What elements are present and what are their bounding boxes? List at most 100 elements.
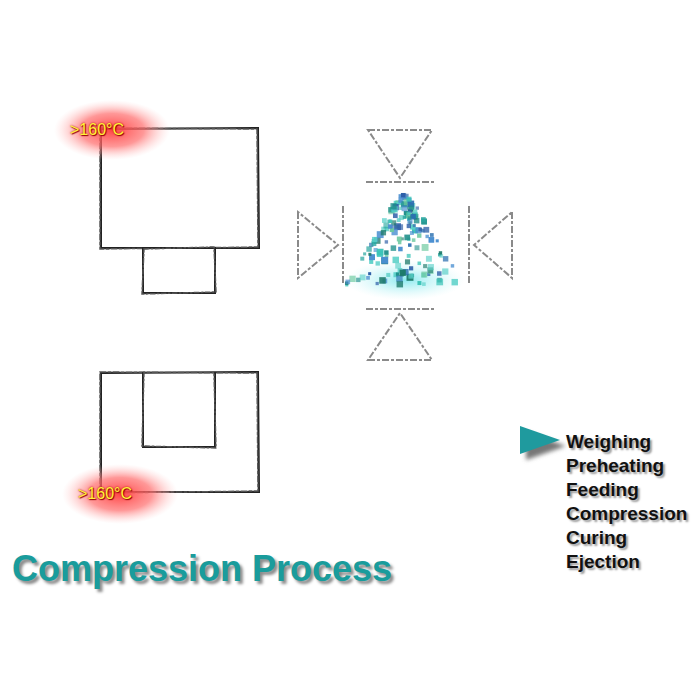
compound-particle [423,227,429,233]
mold-cavity [143,373,215,447]
pressure-plate [366,308,434,310]
compound-particle [415,245,420,250]
pressure-plate [366,181,434,183]
compound-particle [409,205,413,209]
compound-particle [436,239,439,242]
compound-particle [360,257,364,261]
compound-particle [372,237,377,242]
compound-particle [442,268,448,274]
compound-particle [415,227,421,233]
temperature-label: >160°C [70,121,124,139]
compound-particle [396,275,402,281]
compound-particle [395,263,401,269]
compound-particle [451,264,454,267]
compound-particle [403,216,406,219]
compound-particle [381,257,388,264]
compound-particle [404,235,410,241]
step-marker [520,426,560,454]
compound-particle [345,280,350,285]
compound-particle [401,193,405,197]
compound-glow [345,260,465,300]
pressure-triangle [474,212,512,278]
compound-particle [382,218,387,223]
compound-particle [398,247,403,252]
compound-particle [386,273,390,277]
pressure-arrows [298,130,512,360]
compound-particle [366,246,371,251]
compound-particle [389,219,393,223]
compound-particle [421,217,426,222]
process-step: Preheating [566,454,664,478]
compound-particle [425,235,428,238]
compound-particle [407,254,411,258]
compound-particle [408,243,411,246]
compound-particle [408,274,413,279]
compound-particle [408,216,412,220]
compound-particle [397,218,401,222]
process-step: Feeding [566,478,639,502]
process-step: Compression [566,502,687,526]
compound-particle [412,238,416,242]
compound-particle [381,230,386,235]
compound-particle [426,256,432,262]
compound-particle [366,276,370,280]
compound-particle [416,206,419,209]
mold-punch-sketch [142,247,216,294]
compound-particle [384,250,388,254]
compound-particle [430,233,434,237]
process-step: Curing [566,526,627,550]
compound-particle [413,209,417,213]
compound-particle [413,224,416,227]
compound-particle [402,206,408,212]
compound-particle [437,271,442,276]
compound-particle [391,245,397,251]
pressure-triangle [298,212,338,278]
temperature-label: >160°C [78,485,132,503]
compound-particle [377,249,384,256]
compound-particle [423,264,427,268]
mold-punch [143,248,215,293]
compound-particle [397,237,402,242]
compound-particle [369,260,373,264]
pressure-plate [342,206,344,285]
heat-glow [54,100,170,160]
compound-particle [400,270,406,276]
compound-particle [422,282,426,286]
compound-particle [397,224,403,230]
diagram-title: Compression Process [12,548,392,590]
compound-particle [349,276,355,282]
process-step: Ejection [566,550,640,574]
pressure-plate [468,206,470,285]
molding-compound [345,193,458,287]
compound-particle [388,224,392,228]
compound-particle [436,279,443,286]
pressure-triangle [368,130,432,178]
compound-particle [368,253,371,256]
compound-particle [385,240,388,243]
heat-glow [62,464,178,524]
compound-particle [363,252,366,255]
compound-particle [410,231,414,235]
compound-particle [381,257,388,264]
compound-particle [360,274,366,280]
compound-particle [443,256,448,261]
compound-particle [393,257,399,263]
compound-particle [397,281,403,287]
compound-particle [376,261,380,265]
compound-particle [452,279,458,285]
compound-particle [439,254,443,258]
compound-particle [418,262,422,266]
compound-particle [422,244,429,251]
compound-particle [417,233,421,237]
compound-particle [407,212,410,215]
compound-particle [407,197,412,202]
compound-particle [429,237,435,243]
compound-particle [421,272,427,278]
compound-particle [390,203,396,209]
compound-particle [417,281,421,285]
compound-particle [428,264,434,270]
compound-particle [407,224,411,228]
compound-particle [405,259,410,264]
compound-particle [418,228,422,232]
